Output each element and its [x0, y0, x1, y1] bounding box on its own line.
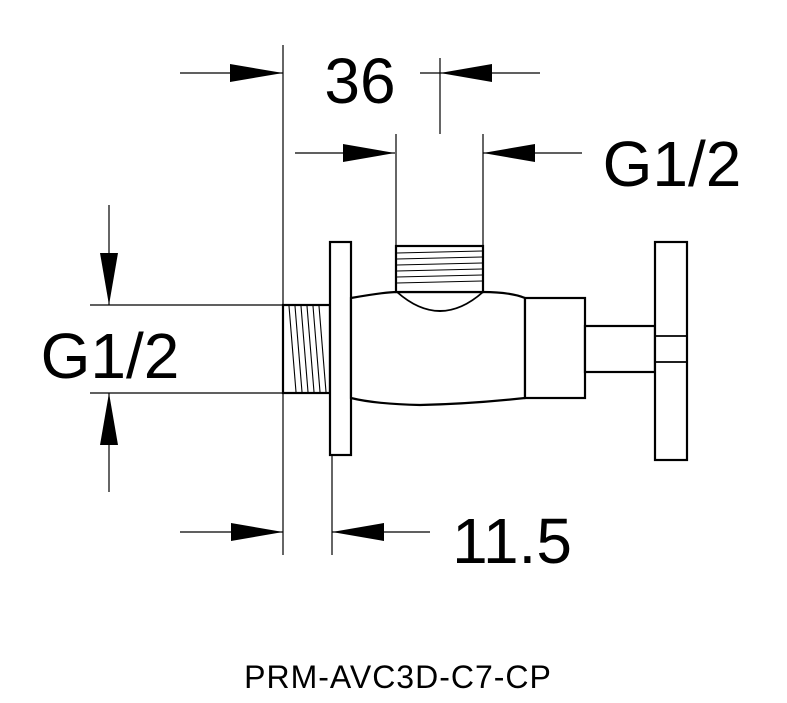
model-code: PRM-AVC3D-C7-CP: [244, 659, 552, 695]
dim-inlet-top-arrow: [100, 253, 118, 305]
outlet-neck-curve: [396, 291, 484, 312]
valve-stem: [583, 324, 657, 374]
dim-11-5-left-arrow: [231, 523, 283, 541]
dim-36-right-arrow: [440, 64, 492, 82]
dimension-36: 36: [180, 45, 540, 134]
dim-11-5-right-arrow: [332, 523, 384, 541]
valve-body: [349, 290, 527, 407]
outlet-thread-lines: [396, 250, 483, 284]
dim-outlet-left-arrow: [343, 144, 395, 162]
dimension-inlet-thread: G1/2: [41, 205, 283, 492]
valve-drawing: [281, 240, 689, 462]
dim-11-5-label: 11.5: [452, 505, 572, 577]
dim-inlet-label: G1/2: [41, 320, 180, 392]
dim-outlet-right-arrow: [483, 144, 535, 162]
inlet-thread-lines: [288, 305, 327, 393]
dimension-11-5: 11.5: [180, 45, 572, 577]
cross-handle: [653, 240, 689, 462]
dim-outlet-label: G1/2: [603, 128, 742, 200]
wall-flange: [328, 240, 353, 457]
dim-36-label: 36: [324, 45, 395, 117]
dimension-outlet-thread: G1/2: [295, 128, 741, 246]
dim-inlet-bottom-arrow: [100, 393, 118, 445]
dim-36-left-arrow: [230, 64, 283, 82]
valve-bonnet: [523, 296, 587, 400]
